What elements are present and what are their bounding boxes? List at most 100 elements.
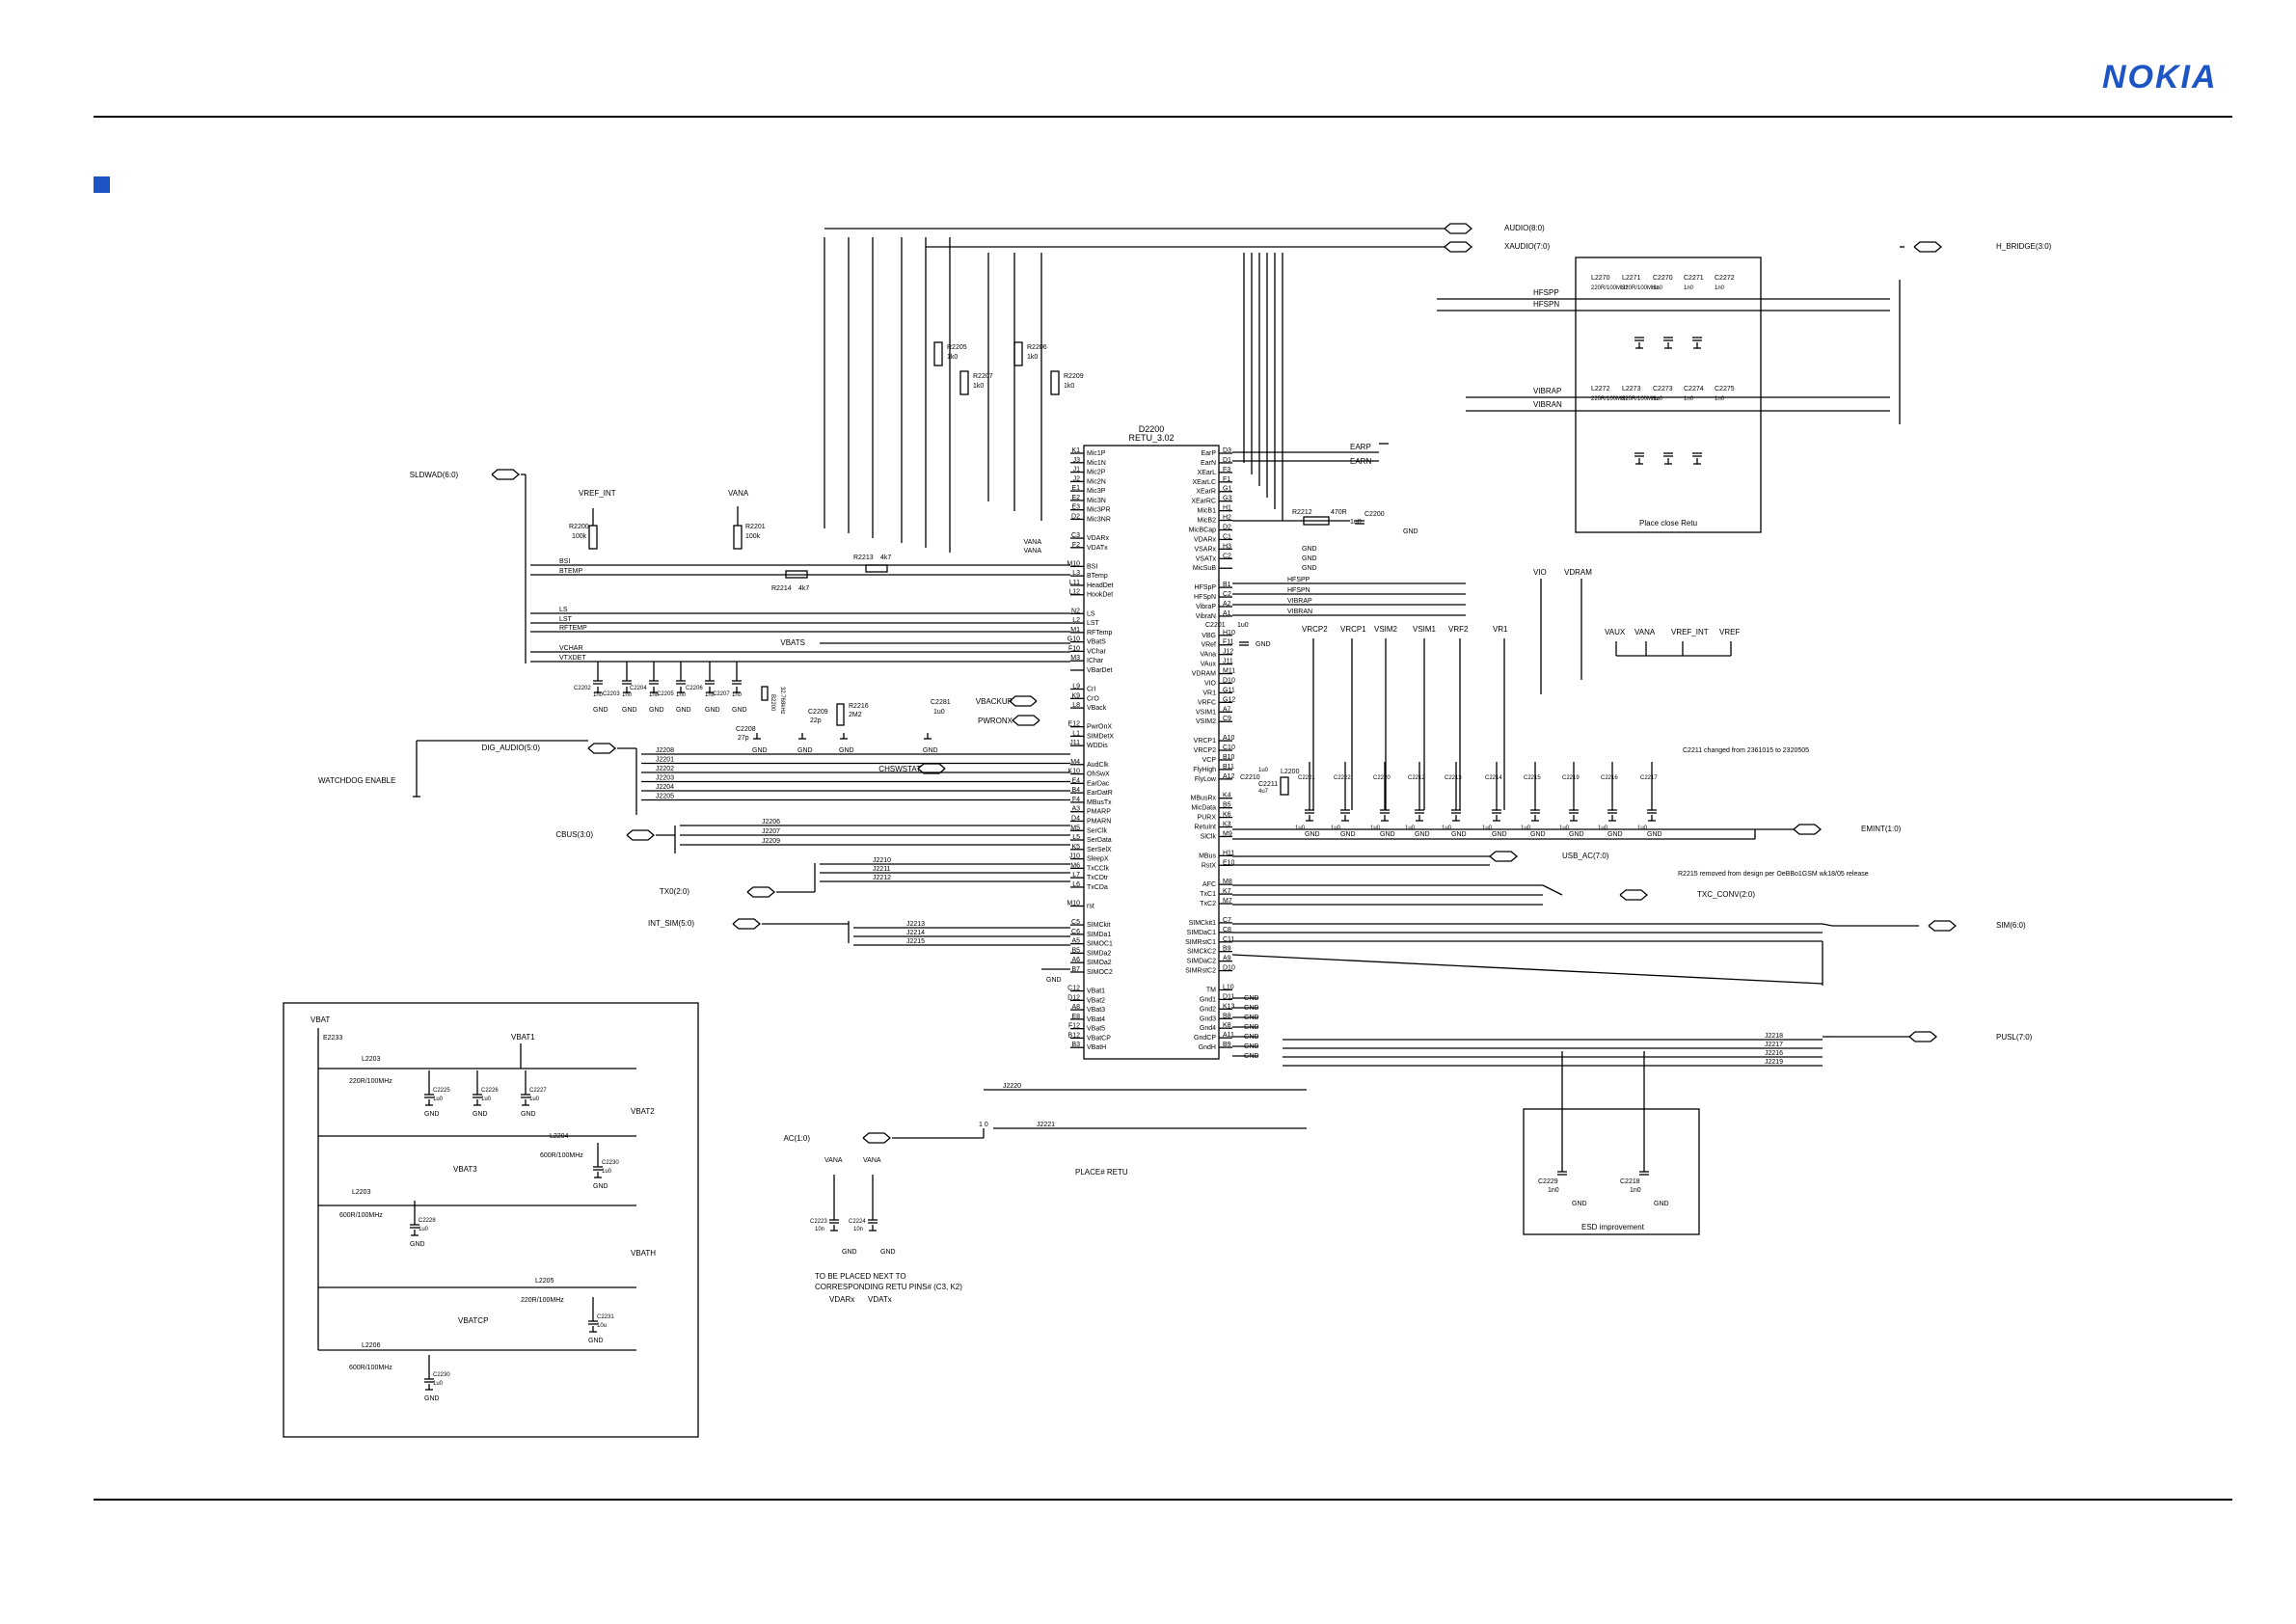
cap-ref: C2231: [597, 1314, 614, 1320]
pin-ball: J10: [1069, 853, 1080, 860]
filter-val: 220R/100MHz: [1591, 285, 1628, 291]
gnd-label: GND: [1492, 831, 1507, 838]
gnd-label: GND: [1244, 1043, 1259, 1050]
resistor-r2200: [588, 525, 598, 550]
nokia-logo: NOKIA: [2102, 59, 2218, 95]
pin-name: FlyLow: [1195, 776, 1217, 783]
gnd-label: GND: [1046, 977, 1062, 984]
pin-ball: H10: [1223, 630, 1235, 636]
pin-name: HeadDet: [1087, 582, 1114, 589]
pin-name: TxCDtr: [1087, 875, 1109, 881]
sensor-net: BTEMP: [559, 568, 582, 575]
cap-val: 1u0: [1637, 826, 1648, 831]
gnd-label: GND: [1415, 831, 1430, 838]
pin-ball: M10: [1067, 901, 1080, 907]
pin-name: SIMDaC1: [1187, 930, 1216, 936]
pin-ball: H1: [1223, 505, 1231, 512]
power-box: [283, 1002, 699, 1438]
supply-label: VREF: [1719, 628, 1740, 636]
ind-val: 220R/100MHz: [521, 1297, 564, 1304]
pin-name: VChar: [1087, 648, 1107, 655]
pin-ball: A5: [1071, 938, 1080, 945]
pin-name: OhSwX: [1087, 771, 1110, 778]
pin-ball: C12: [1067, 986, 1080, 992]
pin-ball: L11: [1069, 580, 1080, 586]
pin-ball: A6: [1071, 957, 1080, 963]
pin-name: VSIM2: [1196, 718, 1216, 725]
resistor-r2206: [1013, 341, 1023, 366]
cap-val: 4u7: [1258, 789, 1269, 795]
pin-name: VRFC: [1198, 699, 1216, 706]
pin-name: HookDet: [1087, 592, 1113, 599]
cap-ref: C2219: [1562, 775, 1580, 781]
net-vbats: VBATS: [780, 638, 805, 647]
ic-body-retu: [1083, 445, 1220, 1060]
sensor-net: RFTEMP: [559, 625, 587, 632]
cap-ref: C2224: [849, 1219, 866, 1225]
cap-val: 27p: [738, 735, 749, 742]
bus-label-tx0: TX0(2:0): [660, 887, 689, 896]
cap-ref: C2209: [808, 709, 828, 716]
reg-label: VRCP1: [1340, 625, 1366, 634]
pin-ball: C9: [1223, 716, 1231, 722]
pin-ball: B11: [1223, 764, 1234, 771]
bus-label-intsim: INT_SIM(5:0): [648, 919, 694, 928]
pin-ball: A9: [1223, 956, 1231, 962]
gnd-label: GND: [1607, 831, 1623, 838]
supply-label: VAUX: [1605, 628, 1626, 636]
wires: [283, 223, 1958, 1438]
pin-name: VBat2: [1087, 997, 1105, 1004]
pin-name: VIO: [1204, 680, 1217, 687]
cap-val: 1u0: [419, 1227, 429, 1232]
pin-ball: H3: [1223, 543, 1231, 550]
bus-label-cbus: CBUS(3:0): [555, 830, 593, 839]
pin-ball: D2: [1071, 513, 1080, 520]
pin-ball: A2: [1223, 601, 1231, 608]
pin-ball: D2: [1223, 524, 1231, 530]
pin-name: MicB2: [1198, 518, 1217, 525]
pin-name: RstX: [1202, 862, 1217, 869]
pin-name: SIMOC1: [1087, 941, 1113, 948]
pin-ball: D11: [1223, 993, 1234, 1000]
pin-name: VR1: [1202, 690, 1216, 696]
footer-rule: [94, 1499, 2232, 1501]
filter-box: [1575, 257, 1762, 533]
pin-name: SerSelX: [1087, 847, 1112, 853]
pin-name: VCP: [1202, 757, 1217, 764]
txc-bus: [1542, 884, 1563, 896]
gnd-label: GND: [880, 1249, 896, 1256]
pin-name: PMARP: [1087, 809, 1111, 816]
note-vdarx: VDARx: [829, 1295, 854, 1304]
pin-name: Mic3PR: [1087, 507, 1111, 514]
gnd-label: GND: [1244, 1024, 1259, 1031]
filter-val: 220R/100MHz: [1622, 396, 1659, 402]
jumper: J2201: [656, 757, 674, 764]
cap-val: 1u0: [529, 1096, 540, 1102]
cap-ref: C2212: [1408, 775, 1425, 781]
section-marker-icon: [94, 176, 110, 193]
gnd-label: GND: [593, 1183, 608, 1190]
cap-ref: C2202: [574, 686, 591, 691]
pin-ball: A12: [1223, 773, 1235, 780]
note-place-retu: PLACE# RETU: [1075, 1168, 1128, 1177]
pin-name: EarP: [1201, 450, 1216, 457]
bus-connector: [1489, 851, 1519, 862]
xtal-ref: B2200: [770, 694, 775, 712]
gnd-label: GND: [410, 1241, 425, 1248]
pin-ball: C11: [1223, 936, 1234, 943]
pin-ball: K7: [1223, 888, 1231, 895]
pin-ball: D3: [1223, 447, 1231, 454]
pin-name: VDATx: [1087, 545, 1108, 552]
r-ref: R2201: [745, 524, 766, 530]
cap-ref: C2230: [433, 1372, 450, 1378]
pin-ball: M1: [1070, 627, 1080, 634]
bus-label-ac: AC(1:0): [783, 1134, 810, 1143]
chip-ref: D2200: [1139, 424, 1165, 434]
r-ref: R2212: [1292, 509, 1312, 516]
cap-ref: C2207: [713, 691, 730, 697]
supply-label: VANA: [1634, 628, 1656, 636]
bus-label-usbac: USB_AC(7:0): [1562, 852, 1609, 860]
pin-name: VBG: [1202, 633, 1216, 639]
net-vibran: VIBRAN: [1287, 609, 1312, 615]
cap-val: 1u0: [433, 1096, 444, 1102]
